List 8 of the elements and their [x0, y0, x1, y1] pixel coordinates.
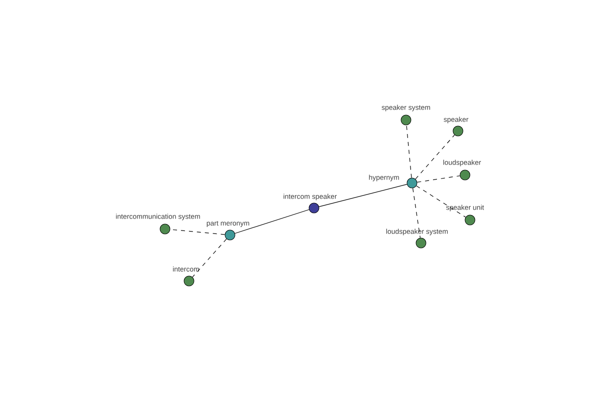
connector-line	[318, 184, 408, 207]
connector-line	[192, 238, 227, 278]
connector-line	[234, 209, 310, 234]
connector-line	[416, 175, 460, 183]
connector-line	[406, 124, 412, 178]
connector-line	[415, 134, 455, 180]
connector-line	[416, 186, 466, 218]
connector-line	[412, 188, 421, 238]
